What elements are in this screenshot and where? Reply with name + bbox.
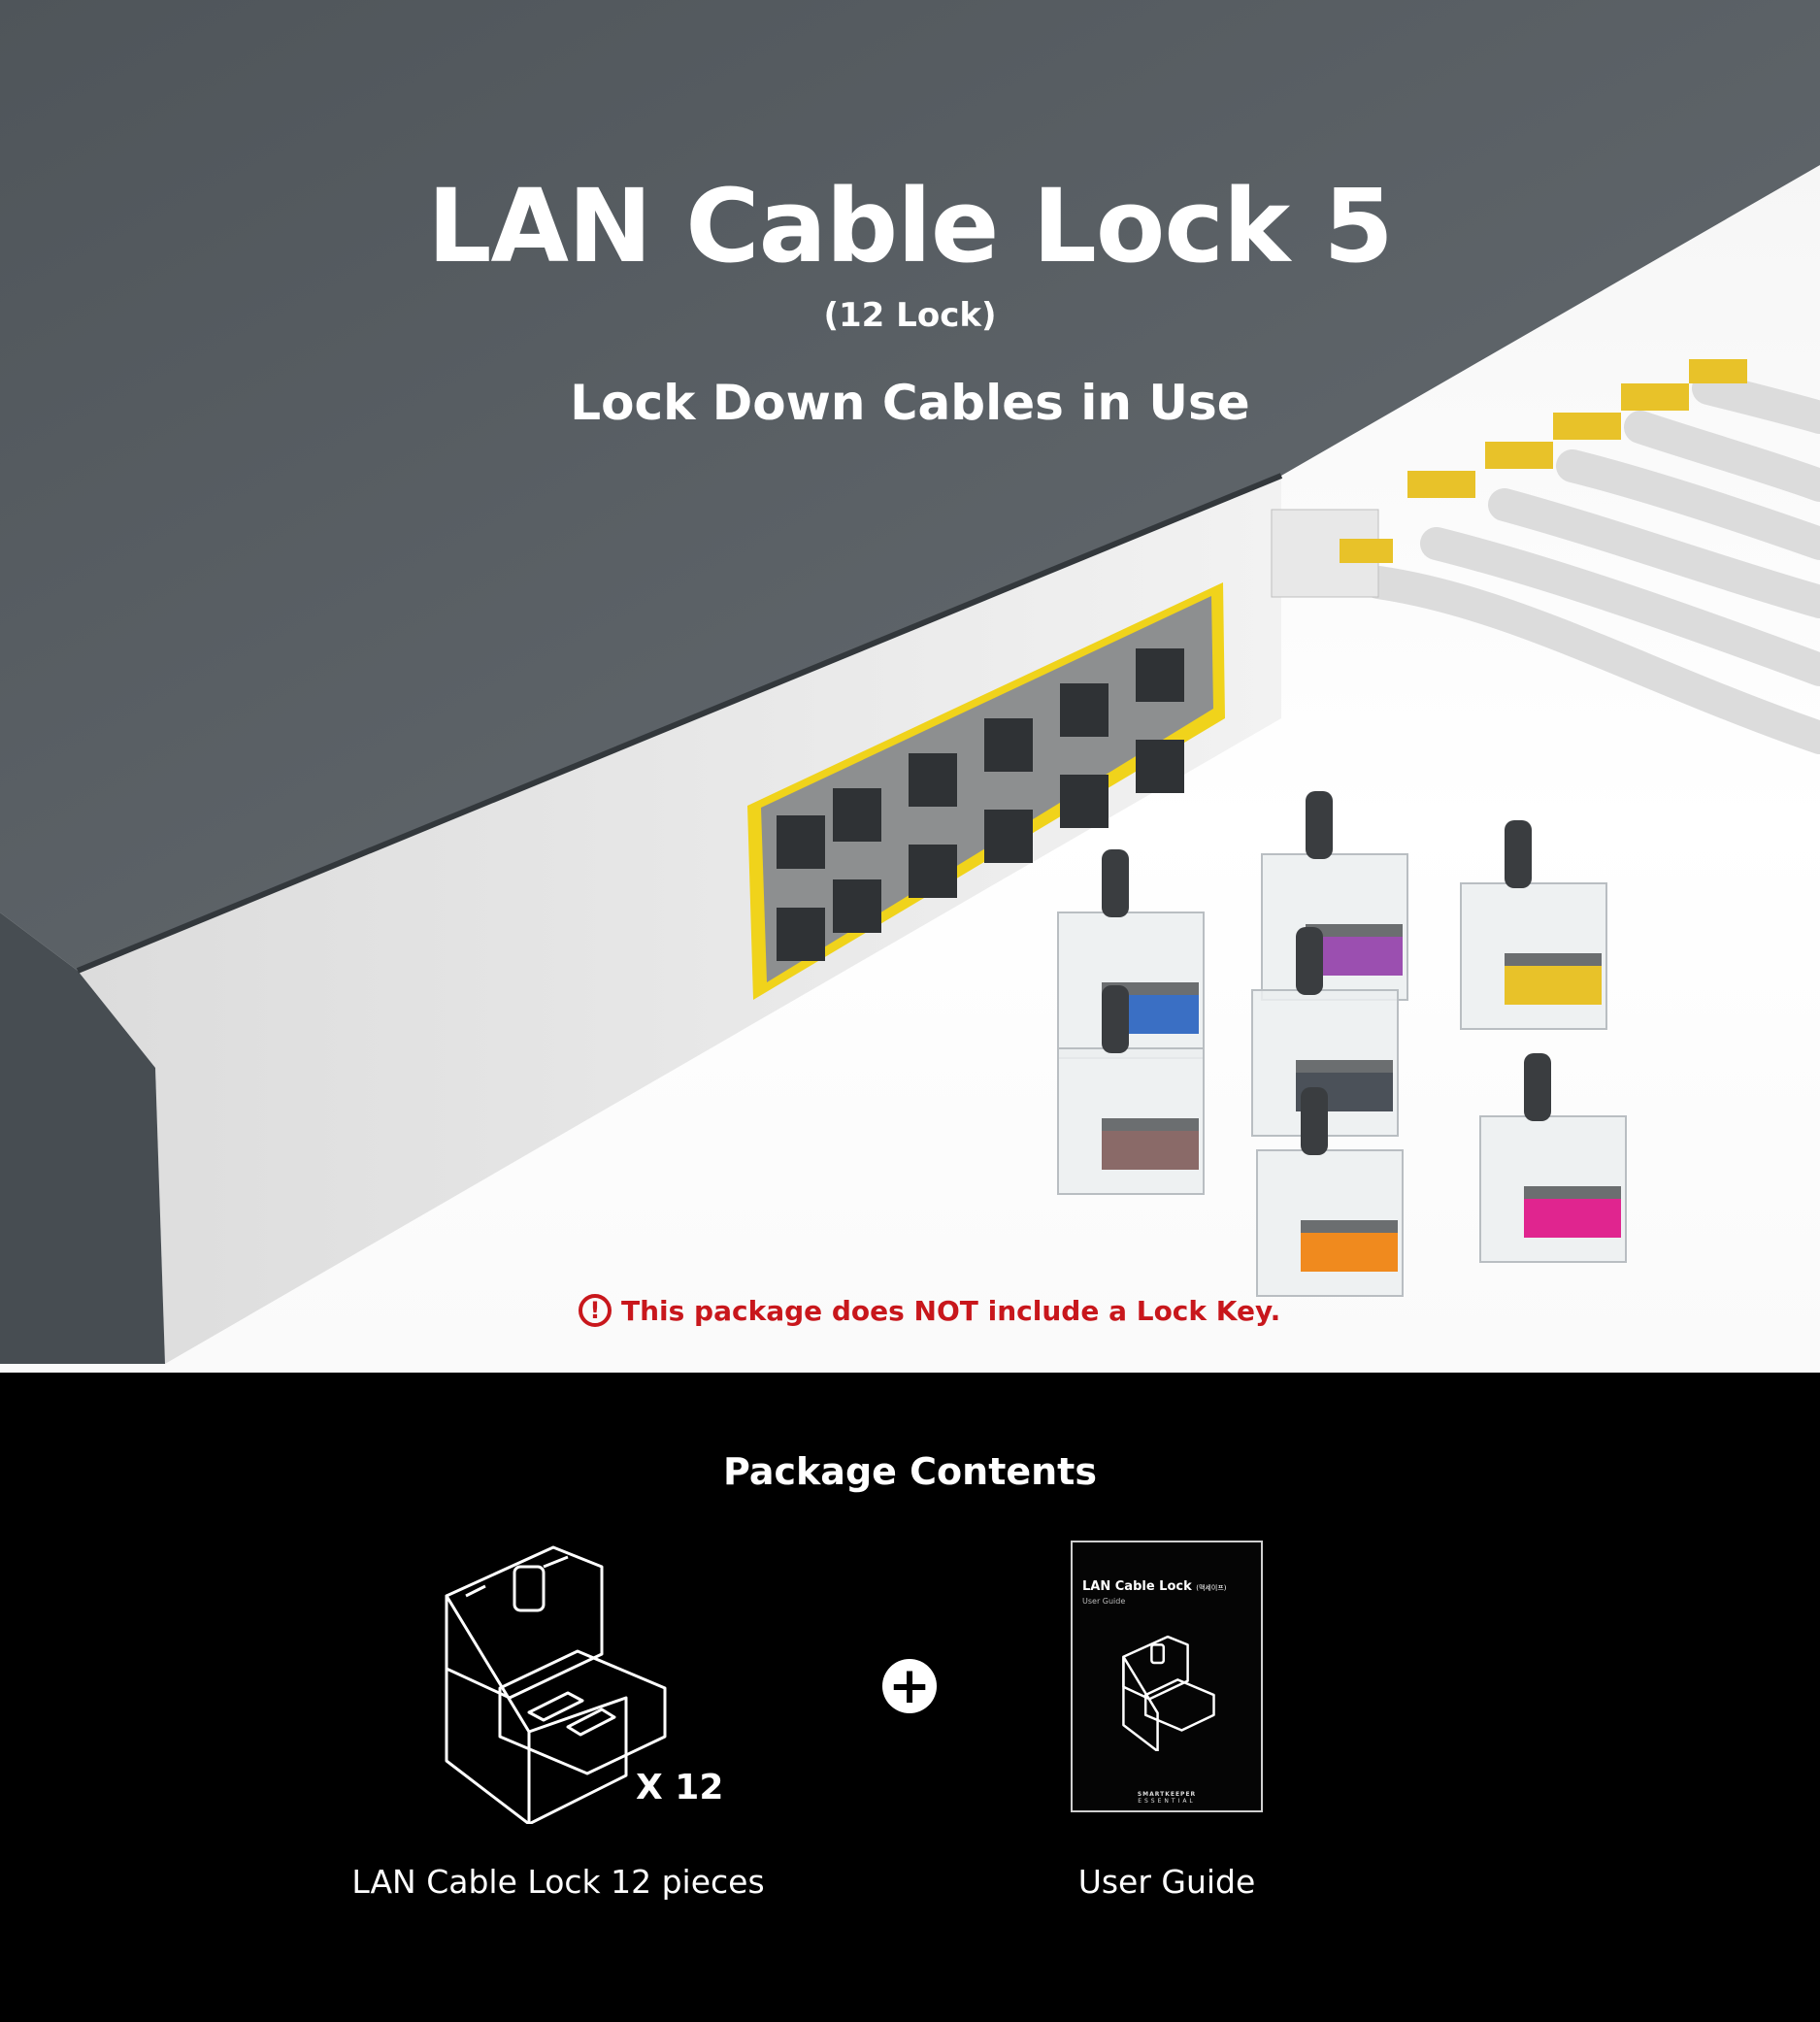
- quantity-label: X 12: [636, 1768, 724, 1807]
- user-guide-icon: LAN Cable Lock (맥세이프) User Guide SMARTKE…: [1071, 1541, 1263, 1812]
- package-contents-title: Package Contents: [723, 1450, 1097, 1493]
- lan-cable-lock-7: [1479, 1053, 1627, 1263]
- guide-cover-brand: SMARTKEEPER ESSENTIAL: [1137, 1791, 1197, 1805]
- lan-cable-lock-5: [1057, 985, 1205, 1195]
- guide-lock-drawing: [1122, 1635, 1215, 1751]
- ethernet-port-block: [747, 582, 1225, 1000]
- plus-icon: +: [882, 1659, 937, 1713]
- package-contents-section: Package Contents X 12 LAN Cable Lock 12 …: [0, 1373, 1820, 2022]
- exclamation-circle-icon: !: [579, 1294, 612, 1327]
- lan-cable-lock-4: [1251, 927, 1399, 1137]
- installed-locks: [1271, 359, 1747, 598]
- guide-cover-title: LAN Cable Lock (맥세이프): [1082, 1579, 1227, 1594]
- switch-top: [0, 0, 1820, 971]
- lan-cable-lock-6: [1256, 1087, 1404, 1297]
- warning-text: This package does NOT include a Lock Key…: [621, 1294, 1281, 1327]
- product-photo: [0, 0, 1820, 1364]
- page-title: LAN Cable Lock 5: [427, 167, 1393, 285]
- lan-cable-lock-label: LAN Cable Lock 12 pieces: [351, 1863, 765, 1901]
- user-guide-label: User Guide: [1077, 1863, 1256, 1901]
- switch-bezel: [0, 912, 165, 1364]
- hero-section: LAN Cable Lock 5 (12 Lock) Lock Down Cab…: [0, 0, 1820, 1373]
- lan-cable-lock-1: [1057, 849, 1205, 1059]
- cables: [1362, 372, 1820, 754]
- colored-locks: [1057, 791, 1627, 1297]
- lan-cable-lock-3: [1460, 820, 1607, 1030]
- lan-cable-lock-icon: [445, 1545, 667, 1824]
- lan-cable-lock-2: [1261, 791, 1408, 1001]
- guide-cover-subtitle: User Guide: [1082, 1597, 1126, 1606]
- no-key-warning: ! This package does NOT include a Lock K…: [579, 1294, 1280, 1327]
- tagline: Lock Down Cables in Use: [570, 375, 1250, 431]
- lock-count-subtitle: (12 Lock): [823, 296, 997, 335]
